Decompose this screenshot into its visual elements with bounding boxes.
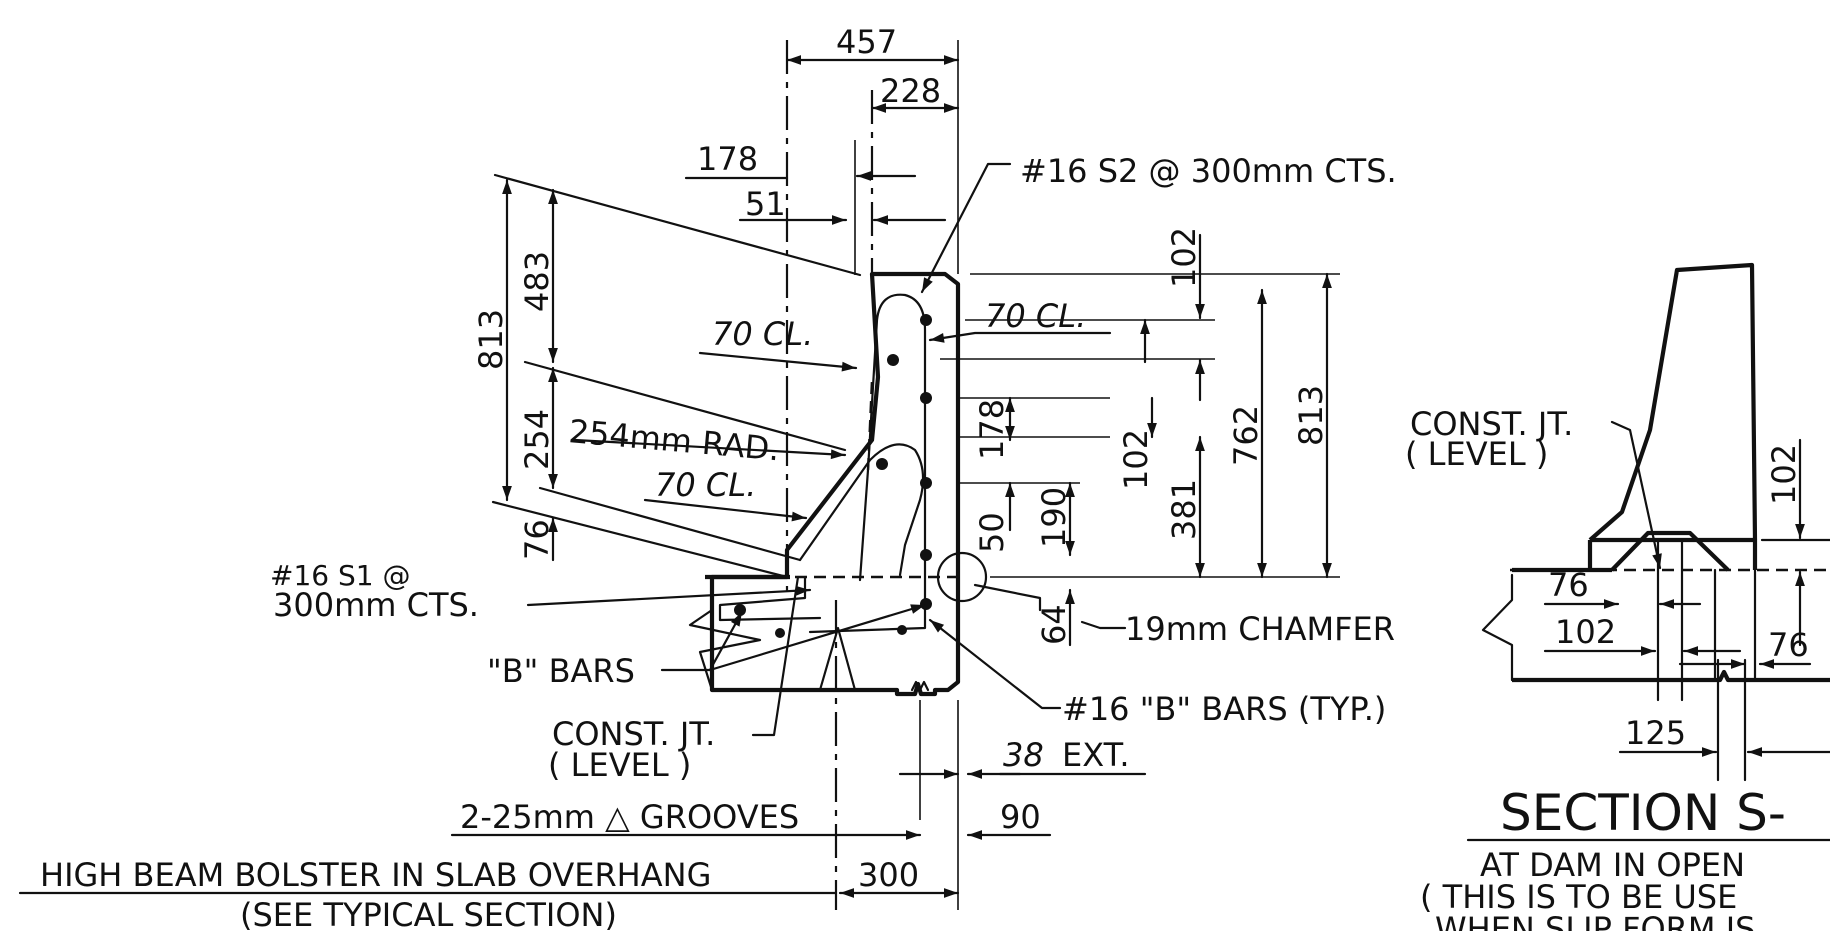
left-dimensions: 813 483 254 76 70 CL. 254mm RAD. 70 CL.	[472, 173, 862, 579]
r-dim-76a-label: 76	[1548, 566, 1589, 604]
cj-label-2: ( LEVEL )	[548, 746, 691, 784]
s1-leader	[526, 585, 812, 607]
dim-813-left-label: 813	[472, 309, 510, 370]
chamfer-leader-b	[973, 583, 1042, 612]
cj-label-1: CONST. JT.	[552, 715, 715, 753]
b-bars-typ-leader	[928, 618, 1062, 710]
r-break	[1481, 573, 1514, 682]
ext-word: EXT.	[1062, 736, 1130, 774]
dim-178-top-label: 178	[697, 140, 758, 178]
grooves-label: 2-25mm △ GROOVES	[460, 798, 799, 836]
dim-483-label: 483	[518, 251, 556, 312]
r-dim-76b-label: 76	[1768, 626, 1809, 664]
r-dim-102-label: 102	[1765, 444, 1803, 505]
rebar-dot	[920, 314, 932, 326]
rad-leader	[573, 438, 847, 460]
right-section: CONST. JT. ( LEVEL ) 102 76 102 76 125 S…	[1405, 262, 1830, 931]
r-dim-125-label: 125	[1625, 714, 1686, 752]
dim-102-mid-label: 102	[1117, 429, 1155, 490]
b-bars-label: "B" BARS	[487, 652, 635, 690]
b-bars-leader-b	[708, 610, 744, 672]
cl70-a-leader	[698, 351, 858, 372]
dim-254-label: 254	[518, 409, 556, 470]
r-barrier-base	[1592, 537, 1758, 570]
b-bar-hook	[718, 575, 822, 622]
bolster-label: HIGH BEAM BOLSTER IN SLAB OVERHANG	[40, 856, 711, 894]
rebar-dot	[897, 625, 907, 635]
rad254-label: 254mm RAD.	[567, 412, 781, 468]
s2-bar-hidden	[866, 379, 874, 471]
dim-76-left-label: 76	[518, 519, 556, 560]
extension-lines	[785, 40, 1340, 910]
s1-bar	[798, 443, 925, 577]
dim-90-label: 90	[1000, 798, 1041, 836]
lower-left-labels: #16 S1 @ 300mm CTS. "B" BARS CONST. JT. …	[18, 559, 1147, 931]
rebar-dot	[920, 392, 932, 404]
ext-slope-low	[538, 486, 802, 562]
cl70-c-leader	[928, 331, 1112, 343]
chamfer-leader	[1080, 620, 1127, 630]
dim-64-label: 64	[1035, 604, 1073, 645]
rebar-dot	[920, 477, 932, 489]
dim-762-label: 762	[1227, 405, 1265, 466]
ext-slope-bot	[491, 500, 789, 579]
cj-leader	[751, 575, 800, 737]
dim-178-mid-label: 178	[973, 399, 1011, 460]
r-dim-102b-label: 102	[1555, 613, 1616, 651]
section-sub-2: ( THIS IS TO BE USE	[1420, 878, 1737, 916]
dim-228-label: 228	[880, 72, 941, 110]
dim-102-top-label: 102	[1165, 227, 1203, 288]
rebar-dot	[920, 598, 932, 610]
dim-51-label: 51	[745, 185, 786, 223]
chamfer-circle	[936, 551, 988, 603]
dim-457-label: 457	[836, 23, 897, 61]
rebar-dot	[887, 354, 899, 366]
break-line	[688, 608, 762, 692]
dim-300-label: 300	[858, 856, 919, 894]
dim-381-label: 381	[1165, 479, 1203, 540]
rebar-dot	[920, 549, 932, 561]
chamfer-label: 19mm CHAMFER	[1125, 610, 1395, 648]
groove-mark	[910, 680, 930, 692]
cl70-b-label: 70 CL.	[655, 466, 756, 504]
section-sub-1: AT DAM IN OPEN	[1480, 846, 1745, 884]
dim-190-label: 190	[1035, 487, 1073, 548]
rebar-dot	[876, 458, 888, 470]
barrier-section	[688, 271, 988, 697]
r-barrier-outline	[1587, 262, 1758, 568]
rebar-dot	[775, 628, 785, 638]
s2-note: #16 S2 @ 300mm CTS.	[1020, 152, 1397, 190]
section-title: SECTION S-	[1500, 784, 1786, 842]
b-bars-typ-label: #16 "B" BARS (TYP.)	[1062, 690, 1386, 728]
s2-leader	[920, 162, 1012, 294]
s1-label-1: #16 S1 @	[270, 559, 410, 592]
ext-slope-mid	[523, 360, 847, 452]
dim-813-right-label: 813	[1292, 385, 1330, 446]
bolster-triangle	[818, 626, 857, 692]
cl70-a-label: 70 CL.	[712, 315, 813, 353]
dim-50-label: 50	[973, 512, 1011, 553]
r-cj-trapezoid	[1610, 530, 1730, 572]
b-bars-leader	[660, 603, 927, 672]
r-cj-label-1: CONST. JT.	[1410, 405, 1573, 443]
r-cj-leader	[1610, 420, 1662, 570]
barrier-outline	[709, 271, 961, 697]
section-sub-3: WHEN SLIP FORM IS	[1435, 910, 1755, 931]
top-dimensions: 457 228 178 51 #16 S2 @ 300mm CTS.	[684, 23, 1397, 294]
cl70-c-label: 70 CL.	[985, 297, 1086, 335]
ext-num: 38	[1003, 736, 1044, 774]
r-slab-bottom	[1512, 669, 1830, 683]
s1-label-2: 300mm CTS.	[273, 586, 479, 624]
r-cj-label-2: ( LEVEL )	[1405, 435, 1548, 473]
cl70-b-leader	[643, 498, 808, 522]
right-dimensions: 70 CL. 102 762 813 178 102 381 50 190 64…	[928, 227, 1395, 728]
see-typical-label: (SEE TYPICAL SECTION)	[240, 896, 617, 931]
